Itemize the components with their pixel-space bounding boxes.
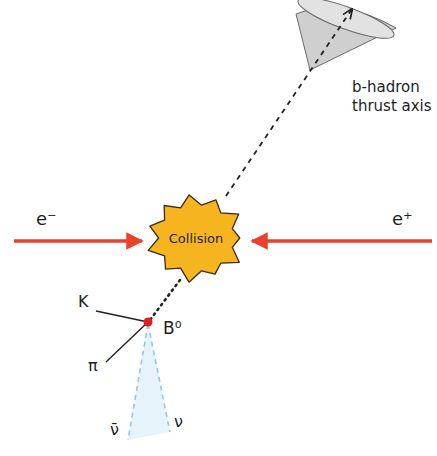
axis-label: b-hadron thrust axis xyxy=(352,78,434,116)
particle-label: π xyxy=(88,356,98,376)
particle-label: K xyxy=(78,292,89,312)
neutrino-cone xyxy=(128,324,170,440)
positron-beam xyxy=(252,239,432,243)
pion-track xyxy=(106,322,148,362)
collision-burst: Collision xyxy=(144,192,248,284)
electron-beam xyxy=(14,239,142,243)
beam-label: e⁻ xyxy=(36,208,57,231)
decay-vertex xyxy=(144,318,153,327)
thrust-axis xyxy=(226,9,352,196)
particle-label: B⁰ xyxy=(163,318,181,339)
jet-cone xyxy=(294,0,397,70)
particle-label: ν̄ xyxy=(110,420,119,440)
kaon-track xyxy=(96,311,148,322)
burst-outline xyxy=(148,195,240,282)
b-flight-path xyxy=(150,280,180,320)
node-label: Collision xyxy=(169,231,223,246)
beam-label: e⁺ xyxy=(392,208,413,231)
particle-label: ν xyxy=(174,412,183,432)
